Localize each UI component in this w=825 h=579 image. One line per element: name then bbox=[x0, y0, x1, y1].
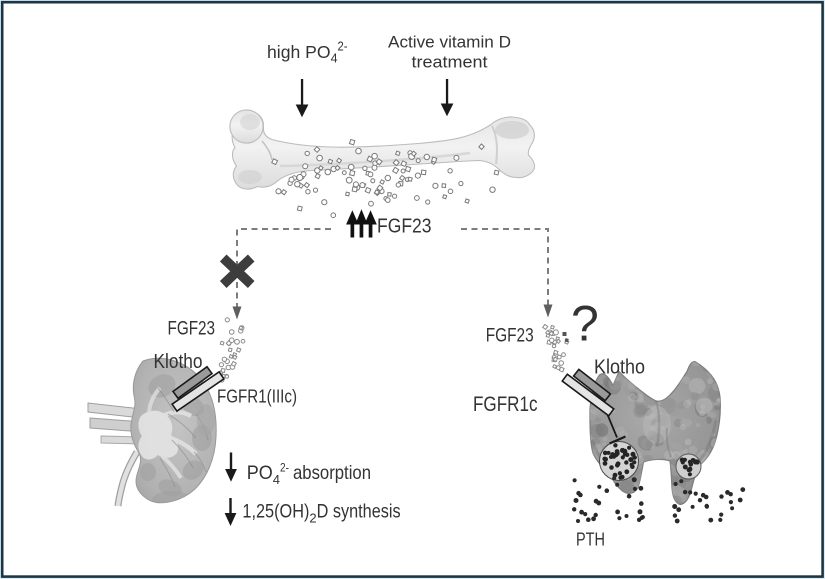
svg-text:?: ? bbox=[571, 296, 599, 352]
svg-text:FGF23: FGF23 bbox=[168, 319, 216, 340]
svg-text:FGFR1(IIIc): FGFR1(IIIc) bbox=[217, 386, 297, 407]
svg-text:Active vitamin D: Active vitamin D bbox=[388, 33, 511, 52]
svg-text:FGF23: FGF23 bbox=[486, 326, 534, 347]
svg-text:PTH: PTH bbox=[576, 529, 605, 550]
svg-text:Klotho: Klotho bbox=[594, 356, 645, 378]
svg-text:FGF23: FGF23 bbox=[377, 215, 432, 237]
svg-text:treatment: treatment bbox=[412, 52, 488, 71]
svg-text:FGFR1c: FGFR1c bbox=[473, 392, 538, 416]
svg-text:1,25(OH)2D synthesis: 1,25(OH)2D synthesis bbox=[242, 500, 400, 525]
svg-text:PO42-absorption: PO42-absorption bbox=[247, 461, 371, 488]
svg-text:Klotho: Klotho bbox=[154, 351, 203, 373]
